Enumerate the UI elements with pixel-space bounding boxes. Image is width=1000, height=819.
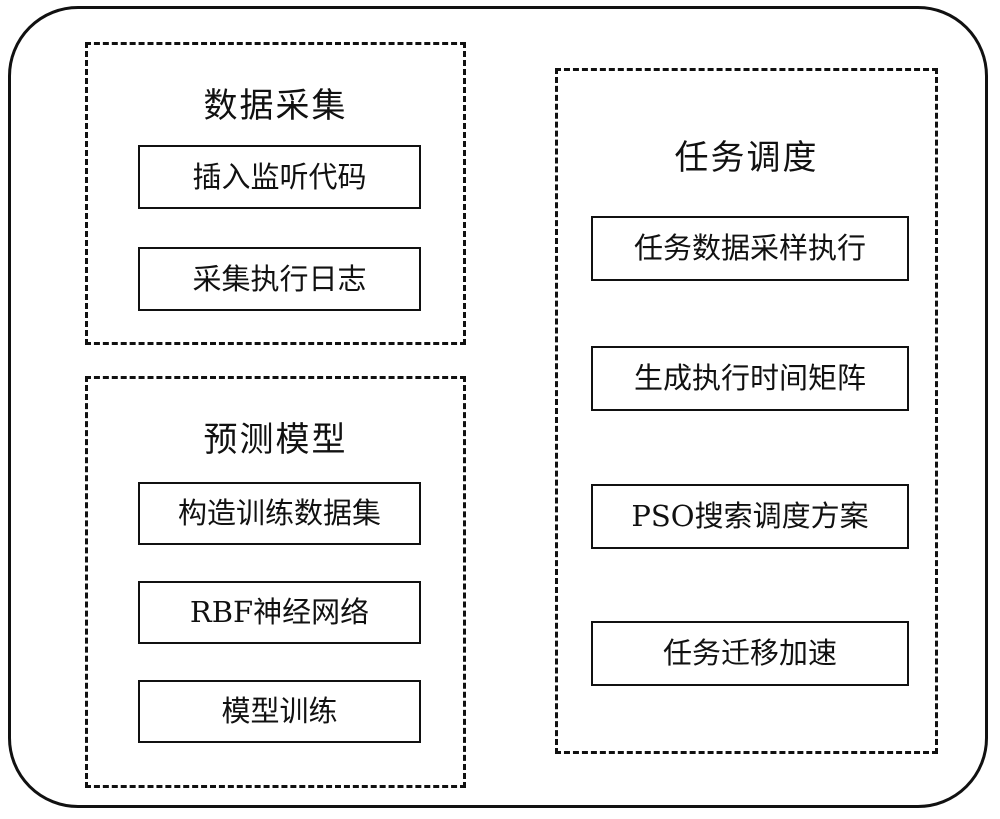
step-generate-time-matrix: 生成执行时间矩阵 [591,346,909,411]
step-task-data-sampling: 任务数据采样执行 [591,216,909,281]
step-rbf-neural-network: RBF神经网络 [138,581,421,644]
step-insert-listener-code: 插入监听代码 [138,145,421,209]
step-model-training: 模型训练 [138,680,421,743]
group-title-prediction-model: 预测模型 [203,420,348,460]
step-task-migration-acceleration: 任务迁移加速 [591,621,909,686]
system-frame [8,6,988,808]
group-data-collection: 数据采集 插入监听代码 采集执行日志 [85,42,466,345]
step-build-training-dataset: 构造训练数据集 [138,482,421,545]
step-collect-execution-log: 采集执行日志 [138,247,421,311]
group-prediction-model: 预测模型 构造训练数据集 RBF神经网络 模型训练 [85,376,466,788]
group-task-scheduling: 任务调度 任务数据采样执行 生成执行时间矩阵 PSO搜索调度方案 任务迁移加速 [555,68,938,754]
step-pso-search-schedule: PSO搜索调度方案 [591,484,909,549]
group-title-task-scheduling: 任务调度 [674,138,819,178]
group-title-data-collection: 数据采集 [203,86,348,126]
